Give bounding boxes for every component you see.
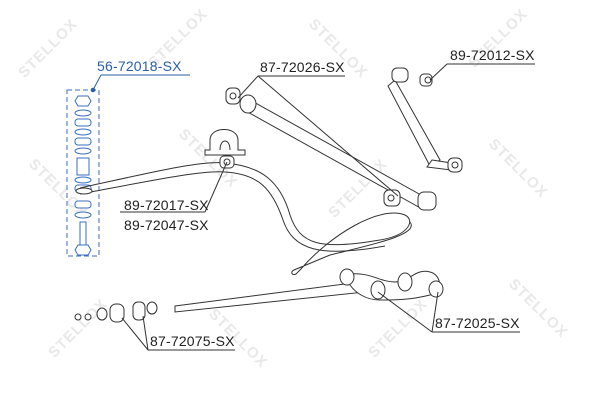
part-label-87-72026-sx[interactable]: 87-72026-SX	[260, 59, 345, 75]
part-label-87-72075-sx[interactable]: 87-72075-SX	[150, 333, 235, 349]
stabilizer-link-kit	[66, 89, 100, 257]
part-label-89-72017-sx[interactable]: 89-72017-SX	[124, 197, 209, 213]
part-label-89-72047-sx[interactable]: 89-72047-SX	[124, 217, 209, 233]
part-label-89-72012-sx[interactable]: 89-72012-SX	[450, 47, 535, 63]
part-label-56-72018-sx[interactable]: 56-72018-SX	[97, 58, 182, 74]
part-label-87-72025-sx[interactable]: 87-72025-SX	[435, 315, 520, 331]
